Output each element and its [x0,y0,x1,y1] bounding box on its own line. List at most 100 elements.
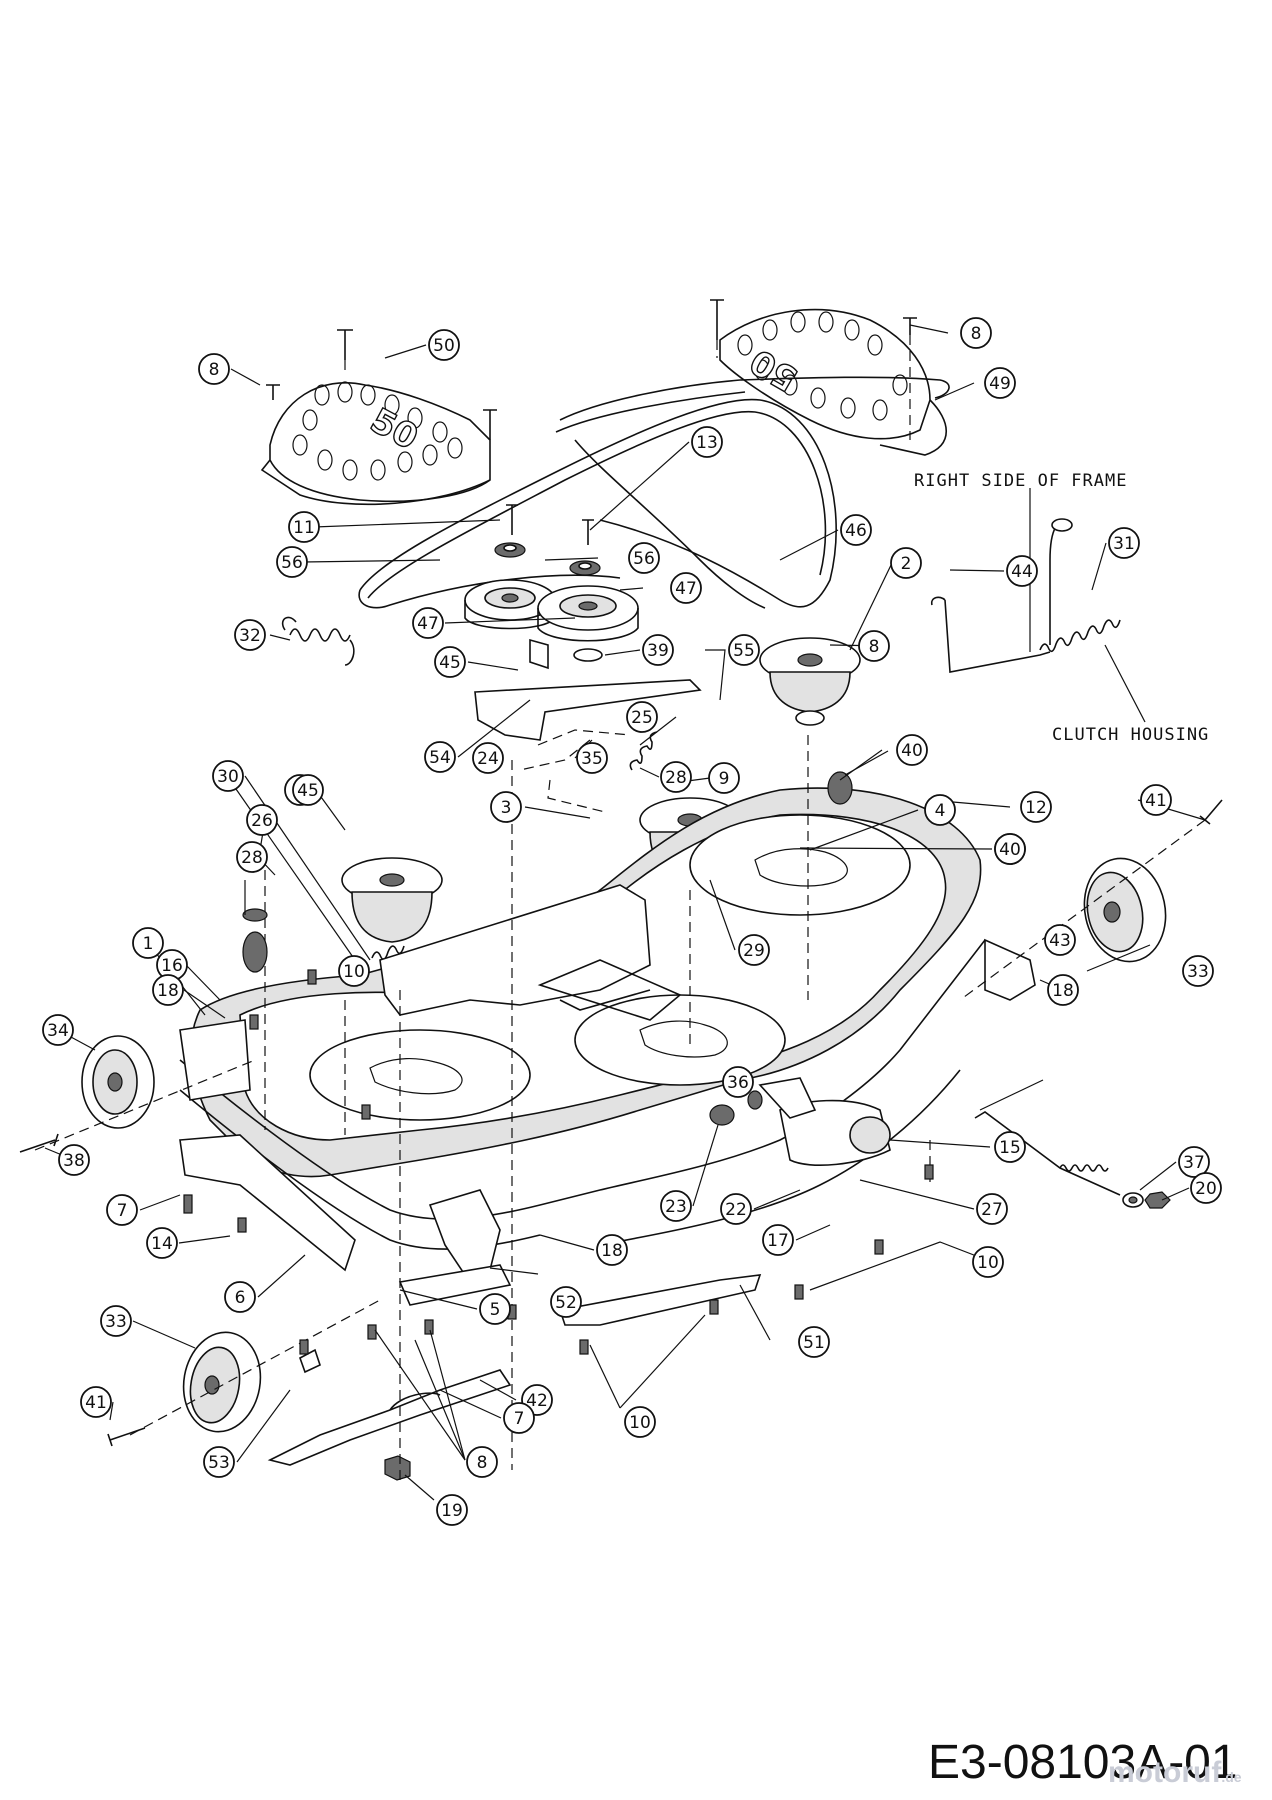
callout-number: 56 [633,549,655,569]
roller-23 [709,1104,735,1126]
callout-37: 37 [1178,1146,1210,1178]
callout-number: 8 [477,1453,488,1473]
callout-number: 17 [767,1231,789,1251]
callout-number: 3 [501,798,512,818]
callout-number: 35 [581,749,603,769]
callout-number: 42 [526,1391,548,1411]
callout-circle-icon [691,426,723,458]
idler-bracket [474,638,702,741]
callout-3: 3 [490,791,522,823]
gauge-wheel-34-left [81,1035,155,1129]
callout-46: 46 [840,514,872,546]
callout-circle-icon [434,646,466,678]
callout-55: 55 [728,634,760,666]
callout-number: 33 [105,1312,127,1332]
callout-circle-icon [798,1326,830,1358]
callout-number: 23 [665,1197,687,1217]
callout-circle-icon [762,1224,794,1256]
callout-number: 18 [601,1241,623,1261]
callout-number: 38 [63,1151,85,1171]
callout-circle-icon [576,742,608,774]
callout-40: 40 [994,833,1026,865]
callout-circle-icon [976,1193,1008,1225]
callout-17: 17 [762,1224,794,1256]
callout-circle-icon [490,791,522,823]
callout-number: 28 [241,848,263,868]
callout-14: 14 [146,1227,178,1259]
gauge-wheel-33-right [1083,857,1167,963]
clutch-housing-note: CLUTCH HOUSING [1052,725,1209,745]
callout-circle-icon [1047,974,1079,1006]
callout-47: 47 [670,572,702,604]
callout-number: 26 [251,811,273,831]
callout-number: 12 [1025,798,1047,818]
callout-number: 41 [85,1393,107,1413]
callout-circle-icon [428,329,460,361]
callout-18: 18 [1047,974,1079,1006]
gauge-wheel-33-front [182,1331,262,1433]
spindle-right [759,637,861,726]
callout-circle-icon [720,1193,752,1225]
callout-39: 39 [642,634,674,666]
callout-number: 50 [433,336,455,356]
callout-number: 15 [999,1138,1021,1158]
idler-pulley-left [464,579,556,630]
callout-circle-icon [246,804,278,836]
blade-nut-19 [384,1455,411,1481]
callout-51: 51 [798,1326,830,1358]
clutch-spring-31 [1039,619,1121,653]
callout-number: 34 [47,1021,69,1041]
callout-circle-icon [466,1446,498,1478]
callout-circle-icon [1178,1146,1210,1178]
callout-circle-icon [1140,784,1172,816]
clutch-rod-44 [930,518,1073,673]
callout-number: 14 [151,1234,173,1254]
callout-number: 11 [293,518,315,538]
bracket-5 [428,1189,501,1276]
callout-circle-icon [412,607,444,639]
drive-belt [358,376,950,609]
callout-31: 31 [1108,527,1140,559]
front-baffle-51 [558,1274,762,1326]
callout-circle-icon [234,619,266,651]
left-belt-shield: 50 [260,381,491,506]
callout-7: 7 [503,1402,535,1434]
nut-20 [1144,1191,1171,1209]
callout-circle-icon [1108,527,1140,559]
callout-22: 22 [720,1193,752,1225]
callout-number: 8 [209,360,220,380]
callout-16: 16 [156,949,188,981]
callout-44: 44 [1006,555,1038,587]
mower-deck-housing [179,787,1036,1250]
callout-circle-icon [42,1014,74,1046]
callout-circle-icon [858,630,890,662]
callout-33: 33 [100,1305,132,1337]
callout-number: 45 [297,781,319,801]
callout-number: 5 [490,1300,501,1320]
callout-41: 41 [80,1386,112,1418]
callout-circle-icon [984,367,1016,399]
callout-circle-icon [738,934,770,966]
callout-circle-icon [58,1144,90,1176]
callout-45: 45 [292,774,324,806]
callout-number: 13 [696,433,718,453]
callout-number: 7 [117,1201,128,1221]
callout-56: 56 [628,542,660,574]
callout-circle-icon [960,317,992,349]
callout-circle-icon [1006,555,1038,587]
callout-number: 52 [555,1293,577,1313]
callout-circle-icon [660,1190,692,1222]
callout-40: 40 [896,734,928,766]
callout-6: 6 [224,1281,256,1313]
height-adjust-22 [779,1099,891,1166]
callout-circle-icon [479,1293,511,1325]
callout-number: 18 [1052,981,1074,1001]
drawing-code: E3-08103A-01 [928,1736,1238,1789]
callout-number: 45 [439,653,461,673]
callout-circle-icon [236,841,268,873]
watermark: motoruf.de [1108,1756,1242,1789]
callout-number: 40 [901,741,923,761]
callout-circle-icon [1020,791,1052,823]
shield-bolts [266,299,917,440]
callout-circle-icon [276,546,308,578]
